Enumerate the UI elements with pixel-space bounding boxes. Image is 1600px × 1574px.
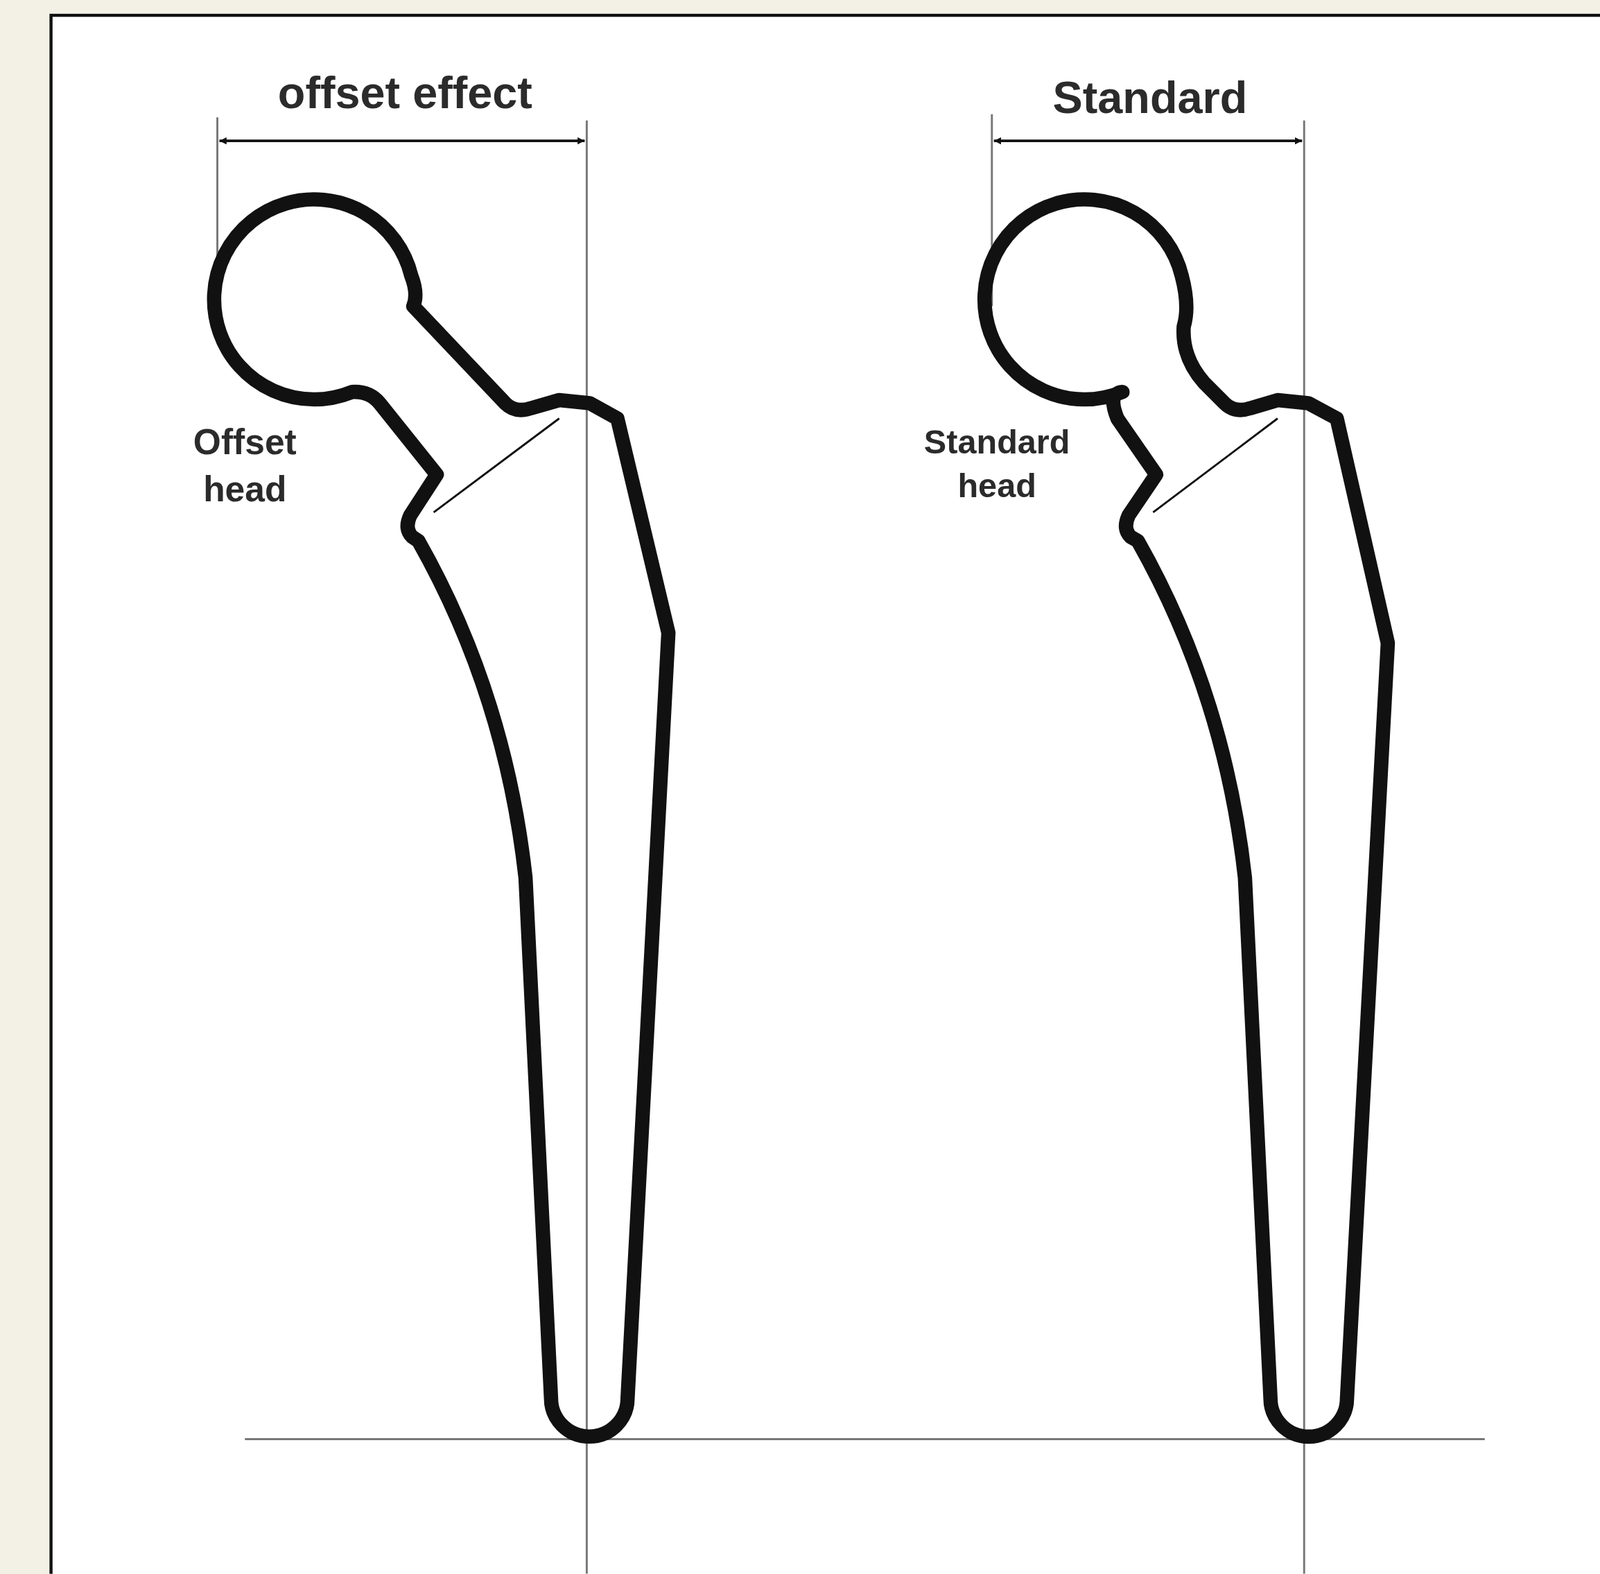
offset-stem	[214, 199, 669, 1437]
frame	[51, 15, 1600, 1574]
taper-lines	[433, 418, 1278, 513]
dimension-label: Standard	[986, 68, 1313, 127]
part-label: Standard head	[902, 420, 1092, 508]
stems	[214, 199, 1388, 1437]
reference-lines	[217, 114, 1485, 1574]
dimension-label: offset effect	[190, 63, 620, 122]
offset-dimension	[219, 139, 585, 143]
part-label: Offset head	[168, 418, 322, 512]
standard-stem	[984, 199, 1388, 1437]
standard-dimension	[994, 139, 1303, 143]
dimension-arrows	[219, 139, 1302, 143]
